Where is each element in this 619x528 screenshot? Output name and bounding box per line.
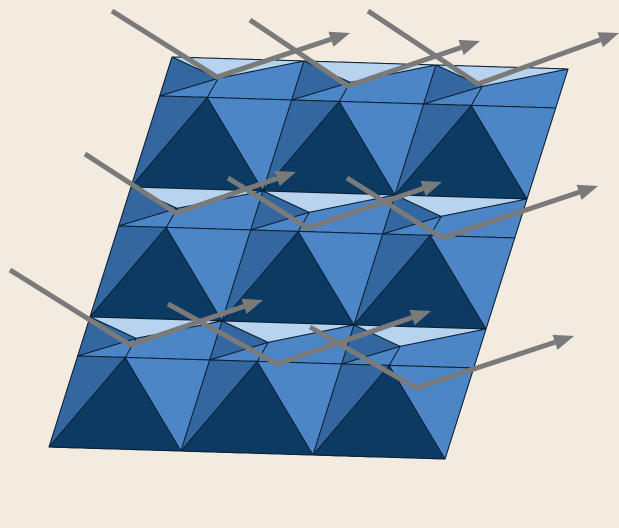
octahedra-grid	[49, 57, 568, 459]
arrow-head	[459, 40, 481, 55]
arrow-head	[329, 32, 351, 47]
arrow-head	[553, 335, 575, 350]
arrow-head	[598, 32, 619, 47]
arrow-head	[577, 185, 599, 200]
